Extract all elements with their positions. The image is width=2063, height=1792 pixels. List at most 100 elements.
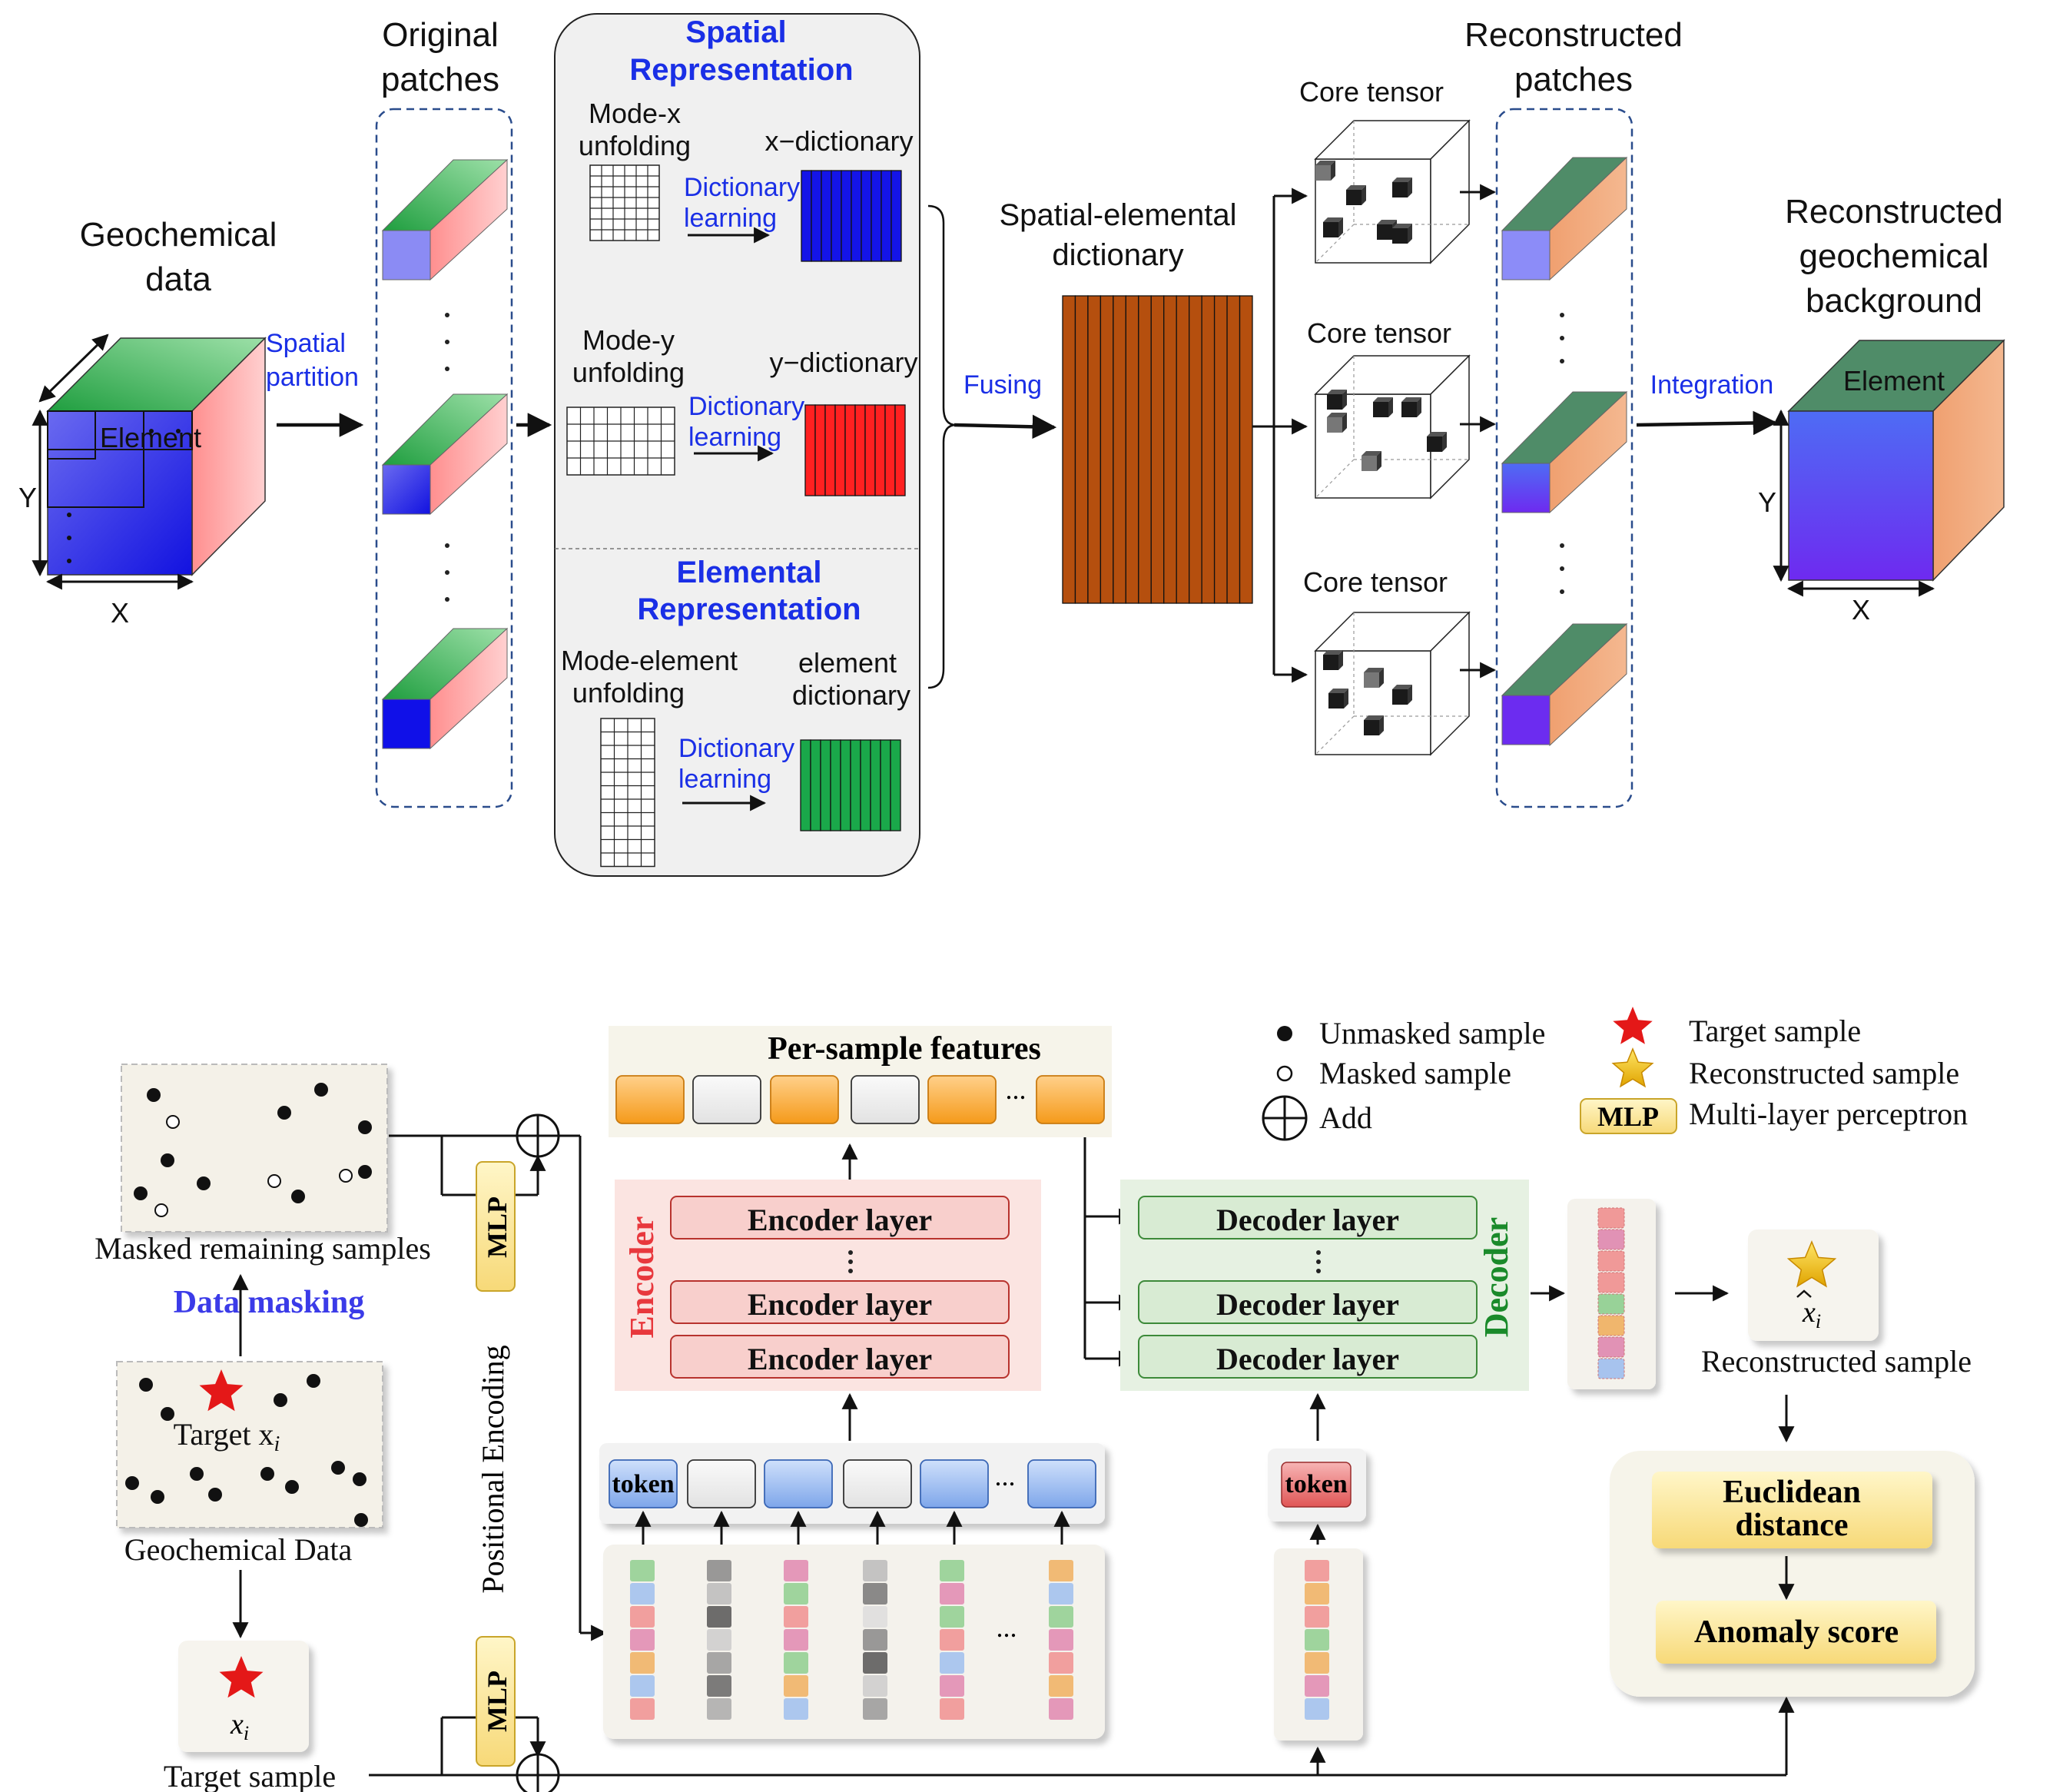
x-dictionary-column xyxy=(891,170,902,262)
reconstructed-legend-star-icon xyxy=(1611,1047,1654,1088)
recon-axis-y: Y xyxy=(1758,486,1776,518)
embedding-cell xyxy=(940,1583,964,1605)
embedding-cell xyxy=(1049,1652,1073,1674)
element-dictionary-column xyxy=(850,739,861,831)
spatial-elemental-dictionary: Spatial-elemental dictionary xyxy=(999,198,1253,604)
original-patch-2 xyxy=(381,393,509,516)
x-dictionary xyxy=(801,170,902,262)
mode-y-unfolding-1: Mode-y xyxy=(582,324,675,356)
y-dictionary-column xyxy=(814,404,826,496)
embedding-cell xyxy=(1049,1629,1073,1651)
target-legend-star-icon xyxy=(1613,1007,1653,1044)
masked-remaining-samples-label: Masked remaining samples xyxy=(95,1231,431,1266)
input-token xyxy=(843,1459,912,1508)
x-dictionary-column xyxy=(861,170,872,262)
spatial-elemental-dictionary-column xyxy=(1189,295,1202,604)
decoder-layer-1: Decoder layer xyxy=(1216,1203,1399,1237)
reconstructed-background-title-3: background xyxy=(1806,282,1982,320)
legend-target: Target sample xyxy=(1689,1014,1861,1048)
feature-token xyxy=(927,1075,997,1124)
output-embedding-cell xyxy=(1597,1358,1625,1379)
x-dictionary-column xyxy=(871,170,882,262)
mode-y-grid xyxy=(566,407,675,476)
output-embedding-cell xyxy=(1597,1315,1625,1336)
embedding-cell xyxy=(784,1606,808,1628)
features-ellipsis: ... xyxy=(1006,1074,1027,1105)
mode-y-unfolding-2: unfolding xyxy=(572,357,685,388)
decoder-embedding-cell xyxy=(1305,1698,1329,1720)
target-sample-card: xi Target sample xyxy=(164,1641,336,1792)
embedding-cell xyxy=(863,1698,887,1720)
y-dictionary-column xyxy=(884,404,896,496)
embedding-cell xyxy=(940,1652,964,1674)
mode-element-unfolding-2: unfolding xyxy=(572,677,685,709)
spatial-elemental-dictionary-column xyxy=(1074,295,1089,604)
positional-mlp-top: MLP xyxy=(389,1113,608,1641)
original-patches-title-2: patches xyxy=(381,61,499,98)
embedding-cell xyxy=(630,1583,655,1605)
embedding-cell xyxy=(863,1606,887,1628)
geochemical-data-cube: Geochemical data Element X Y xyxy=(18,216,277,629)
decoder-block: Decoder layer Decoder layer Decoder laye… xyxy=(1120,1180,1529,1391)
embedding-cell xyxy=(784,1652,808,1674)
element-dictionary-column xyxy=(830,739,841,831)
embedding-cell xyxy=(784,1629,808,1651)
spatial-elemental-dictionary-column xyxy=(1087,295,1102,604)
elemental-representation-title-1: Elemental xyxy=(677,556,822,589)
element-dictionary-column xyxy=(810,739,821,831)
element-dictionary-column xyxy=(880,739,891,831)
output-embedding xyxy=(1531,1199,1730,1389)
reconstructed-background-title-1: Reconstructed xyxy=(1785,193,2003,231)
y-dictionary-column xyxy=(894,404,906,496)
recon-axis-x: X xyxy=(1852,594,1870,626)
reconstructed-sample-card: xi Reconstructed sample xyxy=(1701,1230,1972,1443)
mode-x-unfolding-1: Mode-x xyxy=(589,98,681,129)
anomaly-scoring-panel: Euclidean distance Anomaly score xyxy=(1610,1451,1975,1697)
per-sample-features-title: Per-sample features xyxy=(768,1031,1041,1067)
dict-learning-x-1: Dictionary xyxy=(684,173,800,202)
spatial-elemental-dictionary-column xyxy=(1099,295,1114,604)
reconstructed-patch-3 xyxy=(1501,622,1628,747)
element-dictionary-column xyxy=(840,739,851,831)
spatial-elemental-title-2: dictionary xyxy=(1052,238,1183,272)
dict-learning-y-2: learning xyxy=(688,423,781,452)
decoder-embedding-cell xyxy=(1305,1675,1329,1697)
core-tensors: Core tensor Core tensor Core tensor xyxy=(1299,76,1471,756)
x-dictionary-column xyxy=(841,170,852,262)
anomaly-score-label: Anomaly score xyxy=(1694,1614,1899,1650)
dict-learning-y-1: Dictionary xyxy=(688,392,804,421)
input-token xyxy=(764,1459,833,1508)
input-ellipsis: ... xyxy=(995,1461,1016,1492)
spatial-partition-label-2: partition xyxy=(266,363,359,392)
dict-learning-x-2: learning xyxy=(684,204,777,233)
spatial-representation-title-1: Spatial xyxy=(685,15,786,49)
legend-reconstructed: Reconstructed sample xyxy=(1689,1056,1959,1090)
embedding-cell xyxy=(630,1652,655,1674)
output-embedding-cell xyxy=(1597,1250,1625,1272)
reconstructed-patches: Reconstructed patches xyxy=(1464,16,1683,808)
decoder-embedding-cell xyxy=(1305,1629,1329,1651)
decoder-token-label: token xyxy=(1285,1470,1347,1498)
embedding-cell xyxy=(630,1560,655,1581)
decoder-embedding-cell xyxy=(1305,1652,1329,1674)
y-dictionary-column xyxy=(844,404,856,496)
spatial-elemental-dictionary-column xyxy=(1125,295,1139,604)
y-dictionary-column xyxy=(804,404,816,496)
input-token xyxy=(1027,1459,1096,1508)
target-sample-star-icon xyxy=(219,1656,264,1698)
spatial-elemental-dictionary-column xyxy=(1176,295,1190,604)
target-xi-label: Target xi xyxy=(174,1417,280,1456)
x-dictionary-column xyxy=(821,170,832,262)
dict-learning-e-2: learning xyxy=(678,765,771,794)
axis-x-label: X xyxy=(111,597,129,629)
mode-x-unfolding-2: unfolding xyxy=(579,130,691,161)
element-dictionary-column xyxy=(870,739,881,831)
decoder-embedding-cell xyxy=(1305,1560,1329,1581)
feature-token xyxy=(1036,1075,1105,1124)
element-dictionary-label-2: dictionary xyxy=(792,679,910,711)
embedding-cell xyxy=(707,1560,731,1581)
legend-mlp-desc: Multi-layer perceptron xyxy=(1689,1097,1968,1131)
decoder-embedding-cell xyxy=(1305,1583,1329,1605)
output-embedding-cell xyxy=(1597,1229,1625,1250)
